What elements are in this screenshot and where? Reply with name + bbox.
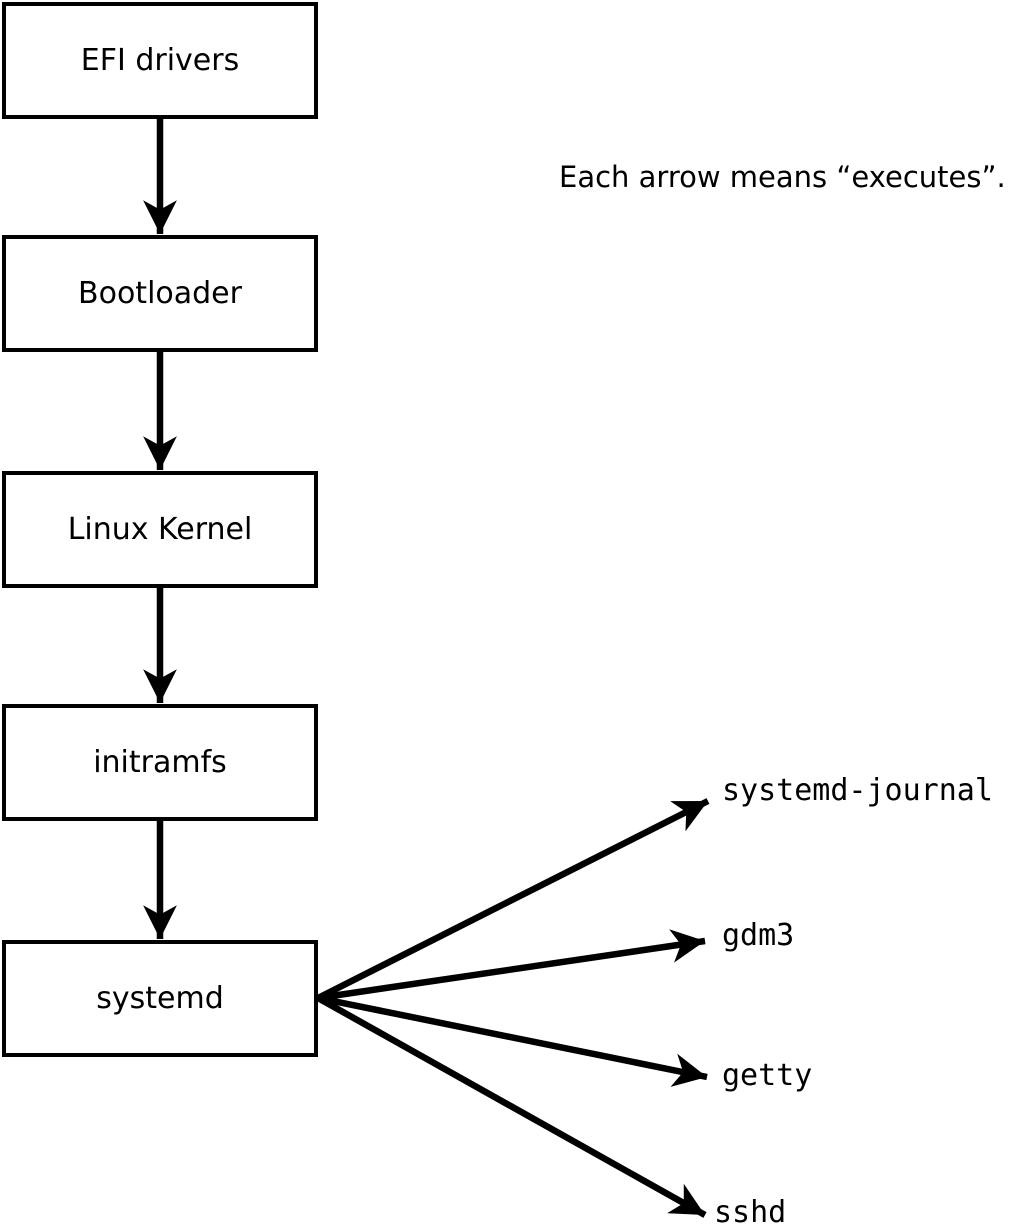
box-linux-kernel: Linux Kernel: [2, 471, 318, 588]
arrow-systemd-to-gdm3: [317, 929, 706, 1002]
process-label-sshd: sshd: [714, 1195, 787, 1230]
process-label-systemd-journal: systemd-journal: [722, 773, 993, 808]
box-linux-kernel-label: Linux Kernel: [67, 511, 253, 547]
arrow-systemd-to-getty: [317, 994, 708, 1087]
box-bootloader: Bootloader: [2, 235, 318, 352]
process-label-gdm3: gdm3: [722, 918, 795, 953]
arrow-meaning-note: Each arrow means “executes”.: [559, 160, 1006, 194]
box-efi-drivers: EFI drivers: [2, 2, 318, 119]
box-systemd-label: systemd: [96, 980, 224, 1016]
arrow-systemd-to-sshd: [316, 995, 707, 1218]
box-efi-drivers-label: EFI drivers: [80, 42, 240, 78]
box-initramfs-label: initramfs: [93, 744, 227, 780]
box-bootloader-label: Bootloader: [78, 275, 242, 311]
process-label-getty: getty: [722, 1058, 813, 1093]
box-systemd: systemd: [2, 940, 318, 1057]
box-initramfs: initramfs: [2, 704, 318, 821]
arrow-systemd-to-journal: [316, 798, 710, 1001]
